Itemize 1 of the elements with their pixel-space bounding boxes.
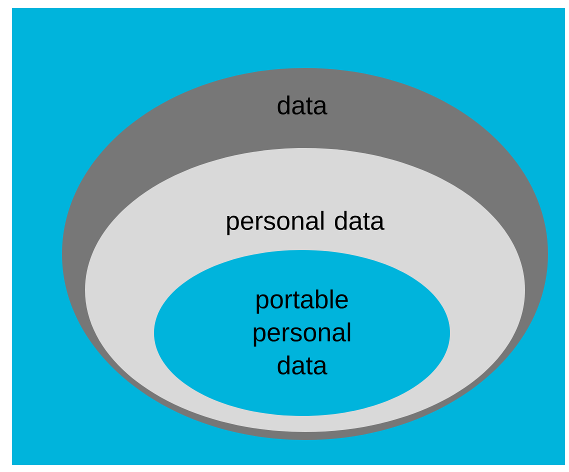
ellipse-region: portable personal data bbox=[154, 250, 450, 416]
